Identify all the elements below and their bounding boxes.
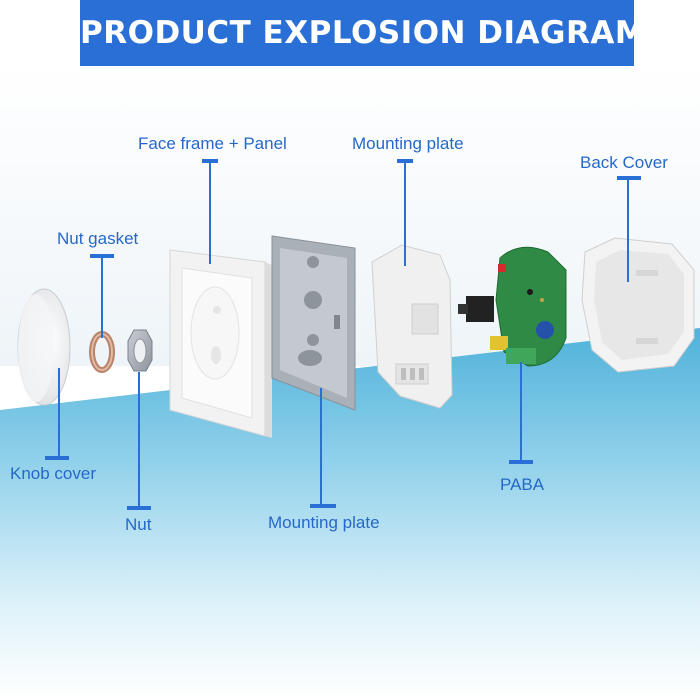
leader-back-cover bbox=[617, 176, 641, 180]
leader-nut-gasket-stem bbox=[101, 255, 103, 338]
leader-back-cover-stem bbox=[627, 177, 629, 282]
label-mounting-plate-bottom: Mounting plate bbox=[268, 513, 380, 533]
back-cover-part bbox=[582, 238, 694, 372]
leader-mounting-plate-bottom-stem bbox=[320, 388, 322, 506]
title-banner: PRODUCT EXPLOSION DIAGRAM bbox=[80, 0, 634, 66]
leader-paba-stem bbox=[520, 362, 522, 462]
label-nut-gasket: Nut gasket bbox=[57, 229, 138, 249]
leader-knob-cover-stem bbox=[58, 368, 60, 458]
leader-mounting-plate-bottom bbox=[310, 504, 336, 508]
label-paba: PABA bbox=[500, 475, 544, 495]
leader-knob-cover bbox=[45, 456, 69, 460]
leader-mounting-plate-top-stem bbox=[404, 160, 406, 266]
face-frame-part bbox=[170, 250, 272, 438]
label-back-cover: Back Cover bbox=[580, 153, 668, 173]
leader-nut-stem bbox=[138, 372, 140, 508]
label-nut: Nut bbox=[125, 515, 151, 535]
label-knob-cover: Knob cover bbox=[10, 464, 96, 484]
label-mounting-plate-top: Mounting plate bbox=[352, 134, 464, 154]
leader-paba bbox=[509, 460, 533, 464]
nut-part bbox=[128, 330, 152, 371]
leader-face-frame-stem bbox=[209, 160, 211, 264]
leader-nut bbox=[127, 506, 151, 510]
page-title: PRODUCT EXPLOSION DIAGRAM bbox=[80, 0, 634, 66]
label-face-frame-panel: Face frame + Panel bbox=[138, 134, 287, 154]
knob-cover-part bbox=[18, 289, 70, 405]
